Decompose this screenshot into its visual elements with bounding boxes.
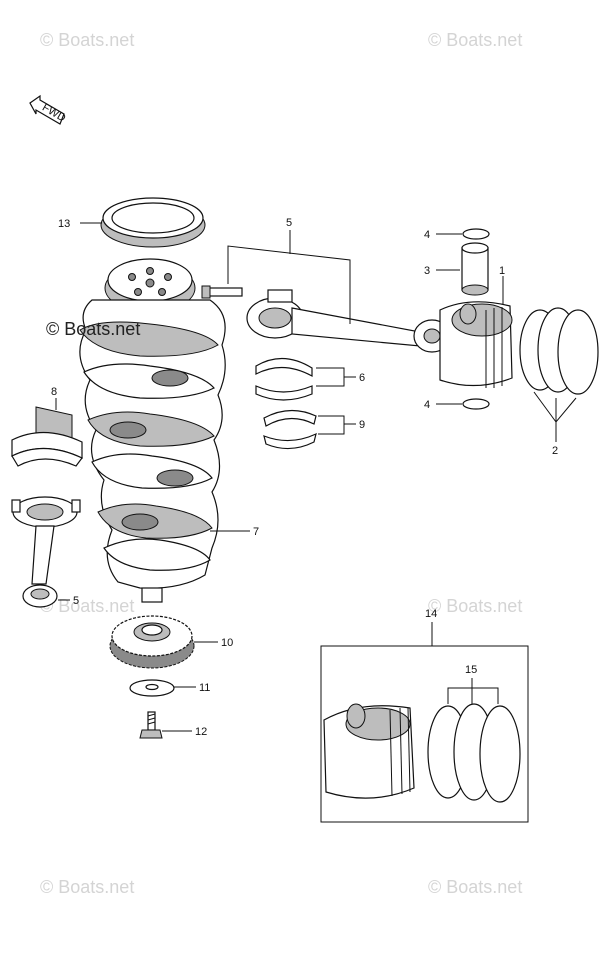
callout-bracket-15 (447, 687, 499, 704)
callout-9: 9 (359, 419, 365, 431)
callout-4-bottom: 4 (424, 399, 430, 411)
fwd-arrow-icon: FWD (29, 94, 68, 125)
callout-10: 10 (221, 637, 233, 649)
thrust-washer-part-9 (263, 409, 317, 450)
watermark-top-right: © Boats.net (428, 30, 522, 50)
callout-5-right: 5 (286, 217, 292, 229)
gear-part-10 (109, 615, 195, 669)
washer-part-11 (129, 679, 175, 697)
bearing-part-8 (11, 406, 83, 467)
callout-15: 15 (465, 664, 477, 676)
callout-5-left: 5 (73, 595, 79, 607)
piston-assembly-part-14 (323, 703, 415, 799)
callout-14: 14 (425, 608, 437, 620)
connecting-rod-part-5-right (201, 285, 451, 353)
watermark-mid-left: © Boats.net (40, 596, 134, 616)
bearing-part-6 (255, 357, 313, 401)
callout-8: 8 (51, 386, 57, 398)
callout-6: 6 (359, 372, 365, 384)
callout-11: 11 (199, 682, 210, 694)
watermark-top-left: © Boats.net (40, 30, 134, 50)
callout-bracket-6 (316, 367, 345, 387)
circlip-part-4-bottom (462, 398, 490, 410)
callout-13: 13 (58, 218, 70, 230)
callout-2: 2 (552, 445, 558, 457)
callout-4-top: 4 (424, 229, 430, 241)
crankshaft-part-7 (79, 258, 226, 603)
watermark-crank-overlay: © Boats.net (46, 319, 140, 339)
circlip-part-4-top (462, 228, 490, 240)
assembly-box-part-14 (320, 645, 529, 823)
piston-rings-part-15 (427, 703, 521, 803)
callout-12: 12 (195, 726, 207, 738)
callout-bracket-5-right (227, 245, 351, 324)
watermark-mid-right: © Boats.net (428, 596, 522, 616)
connecting-rod-part-5-left (11, 496, 81, 608)
watermark-bottom-right: © Boats.net (428, 877, 522, 897)
piston-pin-part-3 (461, 242, 489, 296)
bolt-part-12 (139, 711, 163, 739)
piston-rings-part-2 (519, 307, 599, 395)
callout-bracket-9 (318, 415, 345, 435)
callout-3: 3 (424, 265, 430, 277)
oil-seal-part-13 (100, 197, 206, 248)
callout-7: 7 (253, 526, 259, 538)
watermark-bottom-left: © Boats.net (40, 877, 134, 897)
callout-bracket-2 (533, 391, 577, 423)
piston-part-1 (439, 301, 513, 388)
callout-1: 1 (499, 265, 505, 277)
